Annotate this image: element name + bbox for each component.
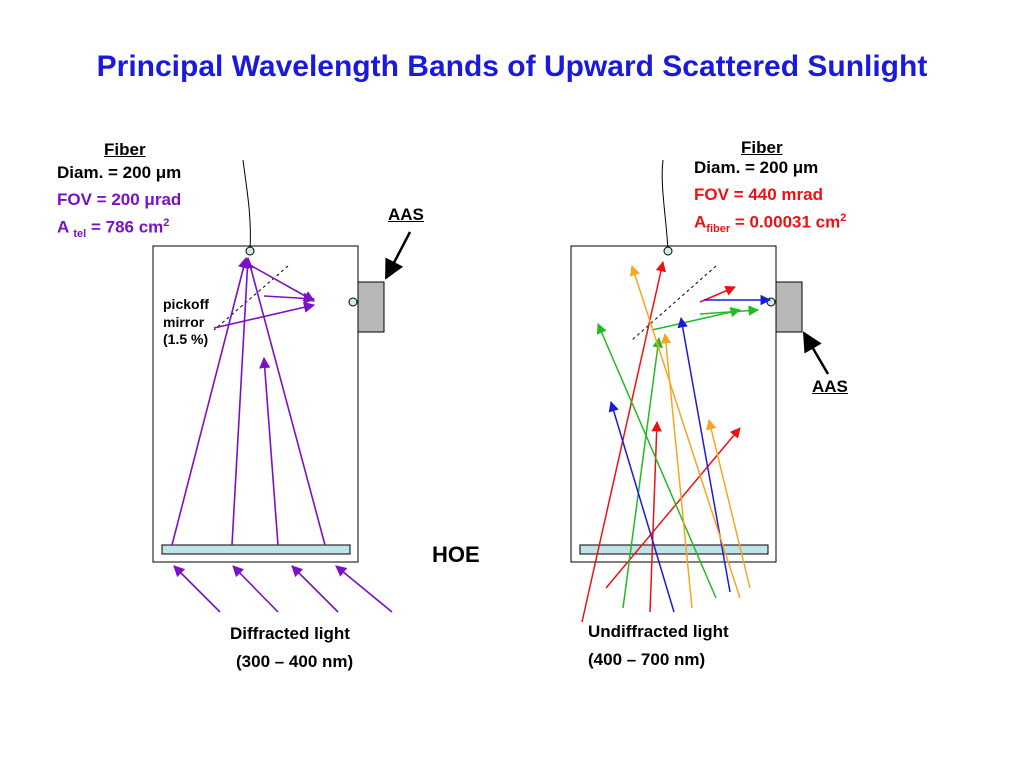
hoe-label: HOE: [432, 542, 480, 567]
right-pickoff-mirror: [631, 265, 717, 341]
right-fiber-cable: [661, 159, 669, 251]
left-caption-line1: Diffracted light: [230, 624, 350, 643]
right-housing: [570, 245, 777, 563]
left-diffracted-rays: [171, 256, 326, 546]
left-fiber-port: [245, 246, 255, 256]
right-hoe-plate: [579, 544, 769, 555]
left-detector-port: [348, 297, 358, 307]
right-fiber-port: [663, 246, 673, 256]
left-pickoff-mirror: [213, 265, 289, 331]
right-caption-line2: (400 – 700 nm): [588, 650, 706, 669]
right-aas-pointer: [802, 331, 830, 375]
left-fiber-cable: [242, 159, 251, 251]
left-aas-pointer: [384, 231, 412, 280]
left-housing: [152, 245, 359, 563]
left-aas-box: [357, 281, 385, 333]
left-diameter: Diam. = 200 μm: [57, 163, 182, 182]
left-aas-label: AAS: [388, 205, 424, 224]
right-area: Afiber = 0.00031 cm2: [694, 212, 847, 236]
left-fov: FOV = 200 μrad: [57, 190, 182, 209]
left-area: A tel = 786 cm2: [57, 217, 170, 241]
page-title: Principal Wavelength Bands of Upward Sca…: [96, 50, 928, 83]
right-undiffracted-rays: [581, 260, 772, 623]
pickoff-mirror-label: pickoff mirror (1.5 %): [163, 296, 209, 347]
right-instrument: [570, 159, 830, 623]
left-instrument: [152, 159, 412, 613]
left-fiber-label: Fiber: [104, 140, 146, 159]
left-caption-line2: (300 – 400 nm): [236, 652, 354, 671]
left-hoe-plate: [161, 544, 351, 555]
right-fiber-label: Fiber: [741, 138, 783, 157]
right-caption-line1: Undiffracted light: [588, 622, 729, 641]
right-aas-box: [775, 281, 803, 333]
left-incoming-rays: [173, 565, 393, 613]
right-diameter: Diam. = 200 μm: [694, 158, 819, 177]
right-fov: FOV = 440 mrad: [694, 185, 823, 204]
right-aas-label: AAS: [812, 377, 848, 396]
right-detector-port: [766, 297, 776, 307]
